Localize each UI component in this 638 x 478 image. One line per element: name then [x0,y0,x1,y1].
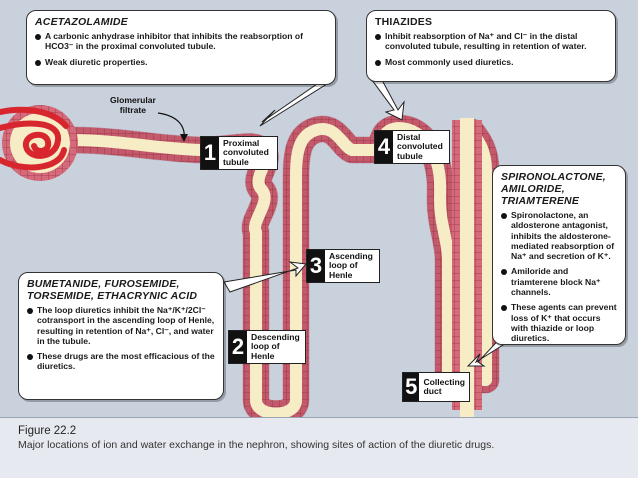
site-line: Proximal [223,137,260,148]
callout-spironolactone: SPIRONOLACTONE, AMILORIDE, TRIAMTERENE S… [492,165,626,345]
arrow-loop [223,261,307,293]
glomerular-label-line: Glomerular [110,95,156,105]
site-number: 1 [201,137,219,169]
spironolactone-bullet: Amiloride and triamterene block Na⁺ chan… [501,266,617,297]
acetazolamide-bullet: Weak diuretic properties. [35,57,327,67]
arrow-thiazides [371,79,405,121]
spironolactone-bullet: Spironolactone, an aldosterone antagonis… [501,210,617,261]
site-text: Collecting duct [419,373,469,401]
figure-number: Figure 22.2 [18,425,77,437]
acetazolamide-title: ACETAZOLAMIDE [35,16,128,28]
glomerular-filtrate-label: Glomerular filtrate [110,95,156,115]
title-line: BUMETANIDE, FUROSEMIDE, [27,278,180,290]
title-line: TRIAMTERENE [501,195,580,207]
site-label-1: 1 Proximal convoluted tubule [200,136,278,170]
site-line: Henle [329,269,353,280]
site-label-5: 5 Collecting duct [402,372,470,402]
site-label-4: 4 Distal convoluted tubule [374,130,450,164]
title-line: TORSEMIDE, ETHACRYNIC ACID [27,290,198,302]
glomerulus [0,105,78,181]
thiazides-bullet: Most commonly used diuretics. [375,57,607,67]
site-line: tubule [397,150,423,161]
site-line: Distal [397,131,421,142]
site-line: tubule [223,156,249,167]
site-number: 4 [375,131,393,163]
title-line: AMILORIDE, [501,183,565,195]
thiazides-title: THIAZIDES [375,16,433,28]
loop-bullet: The loop diuretics inhibit the Na⁺/K⁺/2C… [27,305,215,346]
figure-caption: Figure 22.2 Major locations of ion and w… [0,417,638,478]
site-number: 2 [229,331,247,363]
site-line: Descending [251,331,300,342]
title-line: SPIRONOLACTONE, [501,171,606,183]
site-line: convoluted [223,147,269,158]
callout-acetazolamide: ACETAZOLAMIDE A carbonic anhydrase inhib… [26,10,336,85]
acetazolamide-bullet: A carbonic anhydrase inhibitor that inhi… [35,31,327,52]
site-label-2: 2 Descending loop of Henle [228,330,306,364]
site-line: convoluted [397,141,443,152]
site-line: Ascending [329,250,373,261]
site-line: duct [423,386,442,396]
site-line: loop of [251,341,280,352]
glomerular-label-line: filtrate [119,105,147,115]
callout-thiazides: THIAZIDES Inhibit reabsorption of Na⁺ an… [366,10,616,82]
collecting-duct-lumen [460,118,474,418]
site-line: Collecting [423,376,465,387]
site-text: Ascending loop of Henle [325,250,377,282]
site-line: loop of [329,260,358,271]
loop-bullet: These drugs are the most efficacious of … [27,351,215,372]
site-number: 5 [403,373,420,401]
site-line: Henle [251,350,275,361]
spironolactone-title: SPIRONOLACTONE, AMILORIDE, TRIAMTERENE [501,171,617,207]
spironolactone-bullet: These agents can prevent loss of K⁺ that… [501,302,617,343]
site-label-3: 3 Ascending loop of Henle [306,249,380,283]
glomerular-arrowhead [180,134,188,142]
callout-loop-diuretics: BUMETANIDE, FUROSEMIDE, TORSEMIDE, ETHAC… [18,272,224,400]
site-text: Descending loop of Henle [247,331,304,363]
site-number: 3 [307,250,325,282]
figure-description: Major locations of ion and water exchang… [18,439,495,451]
site-text: Distal convoluted tubule [393,131,447,163]
thiazides-bullet: Inhibit reabsorption of Na⁺ and Cl⁻ in t… [375,31,607,52]
loop-title: BUMETANIDE, FUROSEMIDE, TORSEMIDE, ETHAC… [27,278,215,302]
site-text: Proximal convoluted tubule [219,137,273,169]
